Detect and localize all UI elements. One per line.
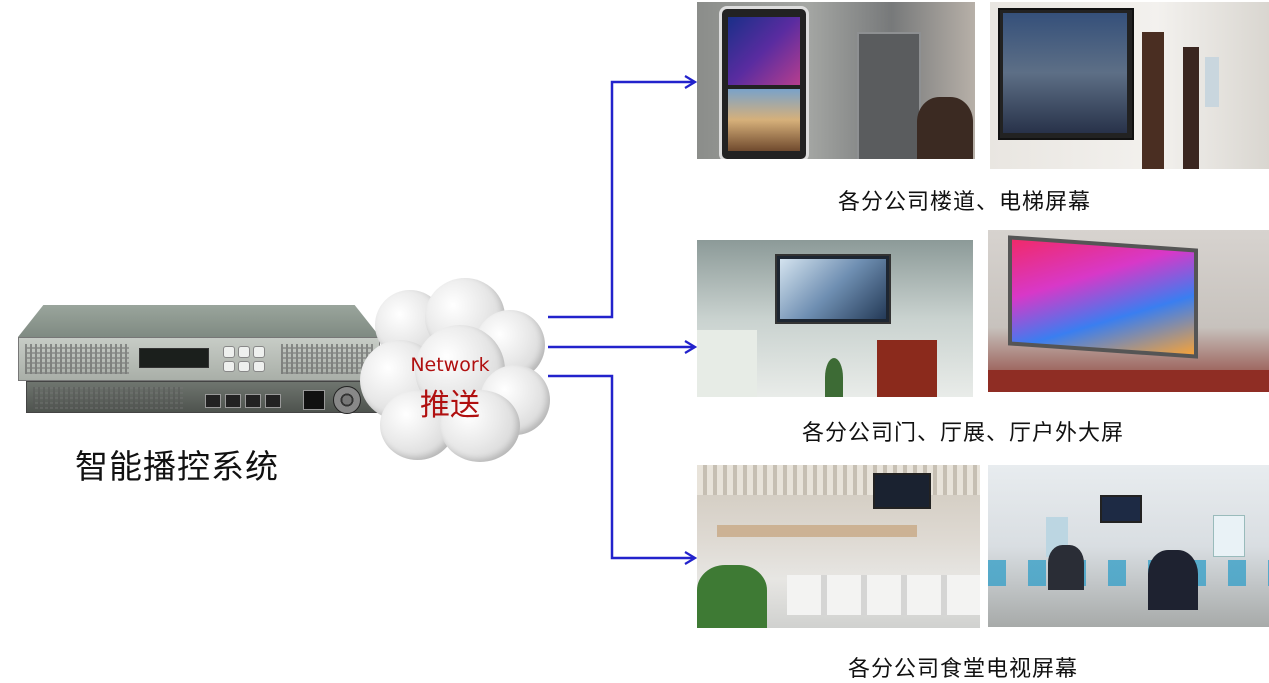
cloud-label-network: Network [410,354,490,376]
ethernet-port-icon [205,394,221,408]
caption-lobby-outdoor: 各分公司门、厅展、厅户外大屏 [802,421,1125,446]
broadcast-control-device [18,305,380,414]
photo-canteen-screen-1 [697,465,980,628]
photo-hallway-screen [990,2,1269,169]
device-rear-vent [33,387,183,409]
device-top-cover [18,305,380,337]
device-lcd-display [139,348,209,368]
device-rear-panel [26,381,380,414]
arrow-to-hallway-screens [548,82,695,319]
device-vent-left [25,344,129,374]
ethernet-port-icon [225,394,241,408]
device-front-panel [18,337,380,381]
power-socket-icon [303,390,325,410]
photo-elevator-screen [697,2,975,159]
fan-icon [333,386,361,414]
device-label: 智能播控系统 [75,447,279,486]
caption-canteen: 各分公司食堂电视屏幕 [848,657,1079,682]
caption-hallway-elevator: 各分公司楼道、电梯屏幕 [838,190,1092,215]
device-keypad [223,346,265,372]
network-cloud [355,270,555,465]
photo-outdoor-screen [988,230,1269,392]
arrow-to-canteen-screens [548,374,695,558]
photo-canteen-screen-2 [988,465,1269,627]
ethernet-port-icon [265,394,281,408]
photo-lobby-screen [697,240,973,397]
device-vent-right [281,344,373,374]
cloud-label-push: 推送 [420,388,480,423]
ethernet-port-icon [245,394,261,408]
